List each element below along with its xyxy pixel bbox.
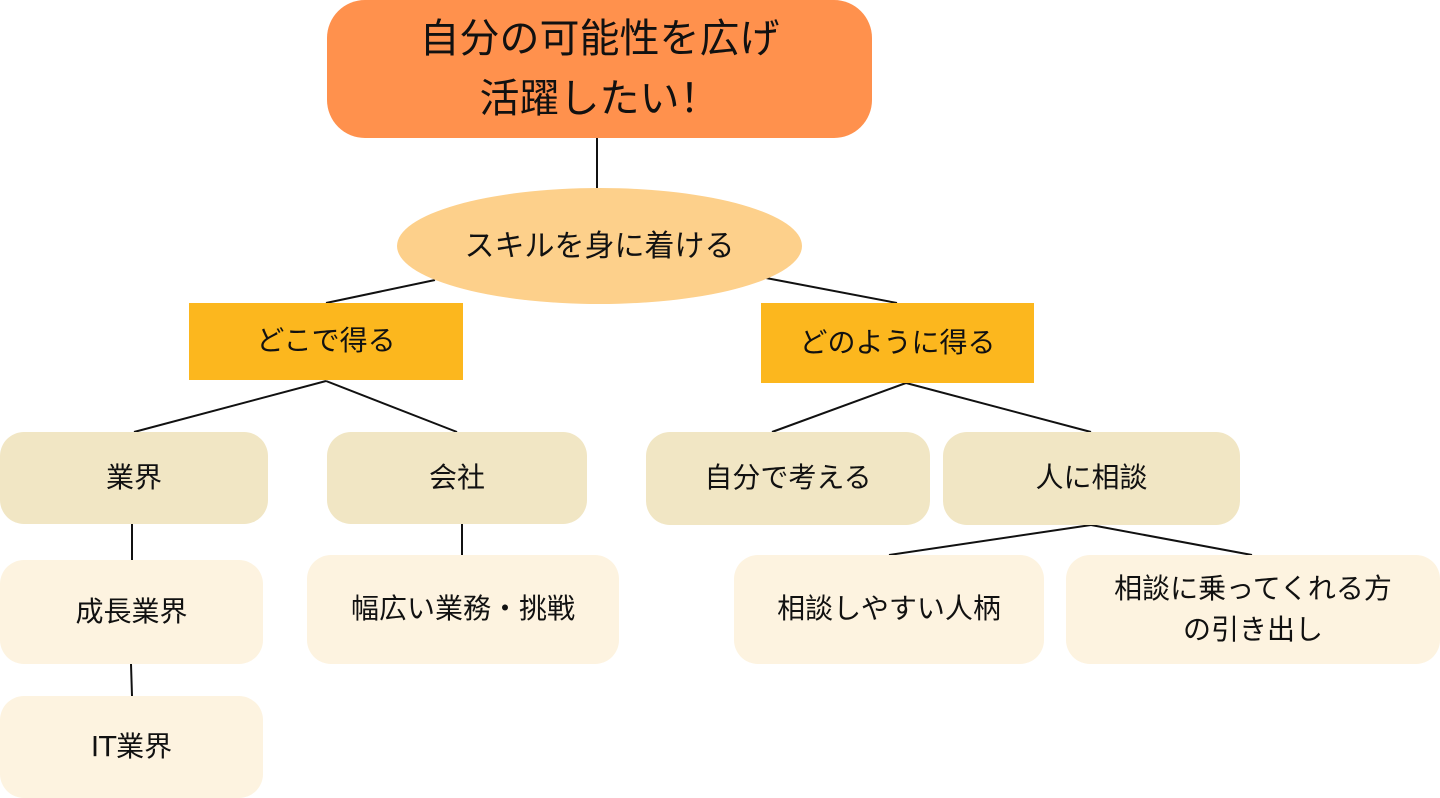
growth-industry-label: 成長業界 <box>75 594 188 628</box>
category-where-node: どこで得る <box>189 303 463 380</box>
link-consult-drawout <box>1090 524 1253 556</box>
company-label: 会社 <box>428 460 485 494</box>
it-industry-node: IT業界 <box>0 696 263 798</box>
draw-out-line-2: の引き出し <box>1182 612 1323 646</box>
consult-label: 人に相談 <box>1035 461 1148 495</box>
goal-label: スキルを身に着ける <box>464 228 735 264</box>
root-line-1: 自分の可能性を広げ <box>419 16 780 62</box>
link-how-think <box>771 382 907 433</box>
link-growth-it <box>130 663 133 697</box>
link-goal-how <box>765 277 898 304</box>
think-self-label: 自分で考える <box>704 461 872 495</box>
link-where-industry <box>133 380 327 433</box>
industry-node: 業界 <box>0 432 268 524</box>
industry-label: 業界 <box>105 460 162 494</box>
category-how-label: どのように得る <box>799 325 996 359</box>
think-self-node: 自分で考える <box>646 432 930 525</box>
link-consult-approachable <box>888 524 1092 556</box>
category-how-node: どのように得る <box>761 303 1034 383</box>
root-node: 自分の可能性を広げ 活躍したい！ <box>327 0 872 138</box>
growth-industry-node: 成長業界 <box>0 560 263 664</box>
goal-node: スキルを身に着ける <box>397 188 802 304</box>
root-line-2: 活躍したい！ <box>479 76 720 122</box>
company-node: 会社 <box>327 432 587 524</box>
consult-node: 人に相談 <box>943 432 1240 525</box>
approachable-node: 相談しやすい人柄 <box>734 555 1044 664</box>
wide-tasks-label: 幅広い業務・挑戦 <box>350 592 575 626</box>
draw-out-line-1: 相談に乗ってくれる方 <box>1114 571 1392 605</box>
link-goal-where <box>325 279 436 304</box>
link-where-company <box>325 380 458 433</box>
category-where-label: どこで得る <box>256 324 396 358</box>
link-how-consult <box>905 382 1092 433</box>
draw-out-node: 相談に乗ってくれる方 の引き出し <box>1066 555 1440 664</box>
it-industry-label: IT業界 <box>90 729 173 763</box>
approachable-label: 相談しやすい人柄 <box>777 592 1001 626</box>
wide-tasks-node: 幅広い業務・挑戦 <box>307 555 619 664</box>
